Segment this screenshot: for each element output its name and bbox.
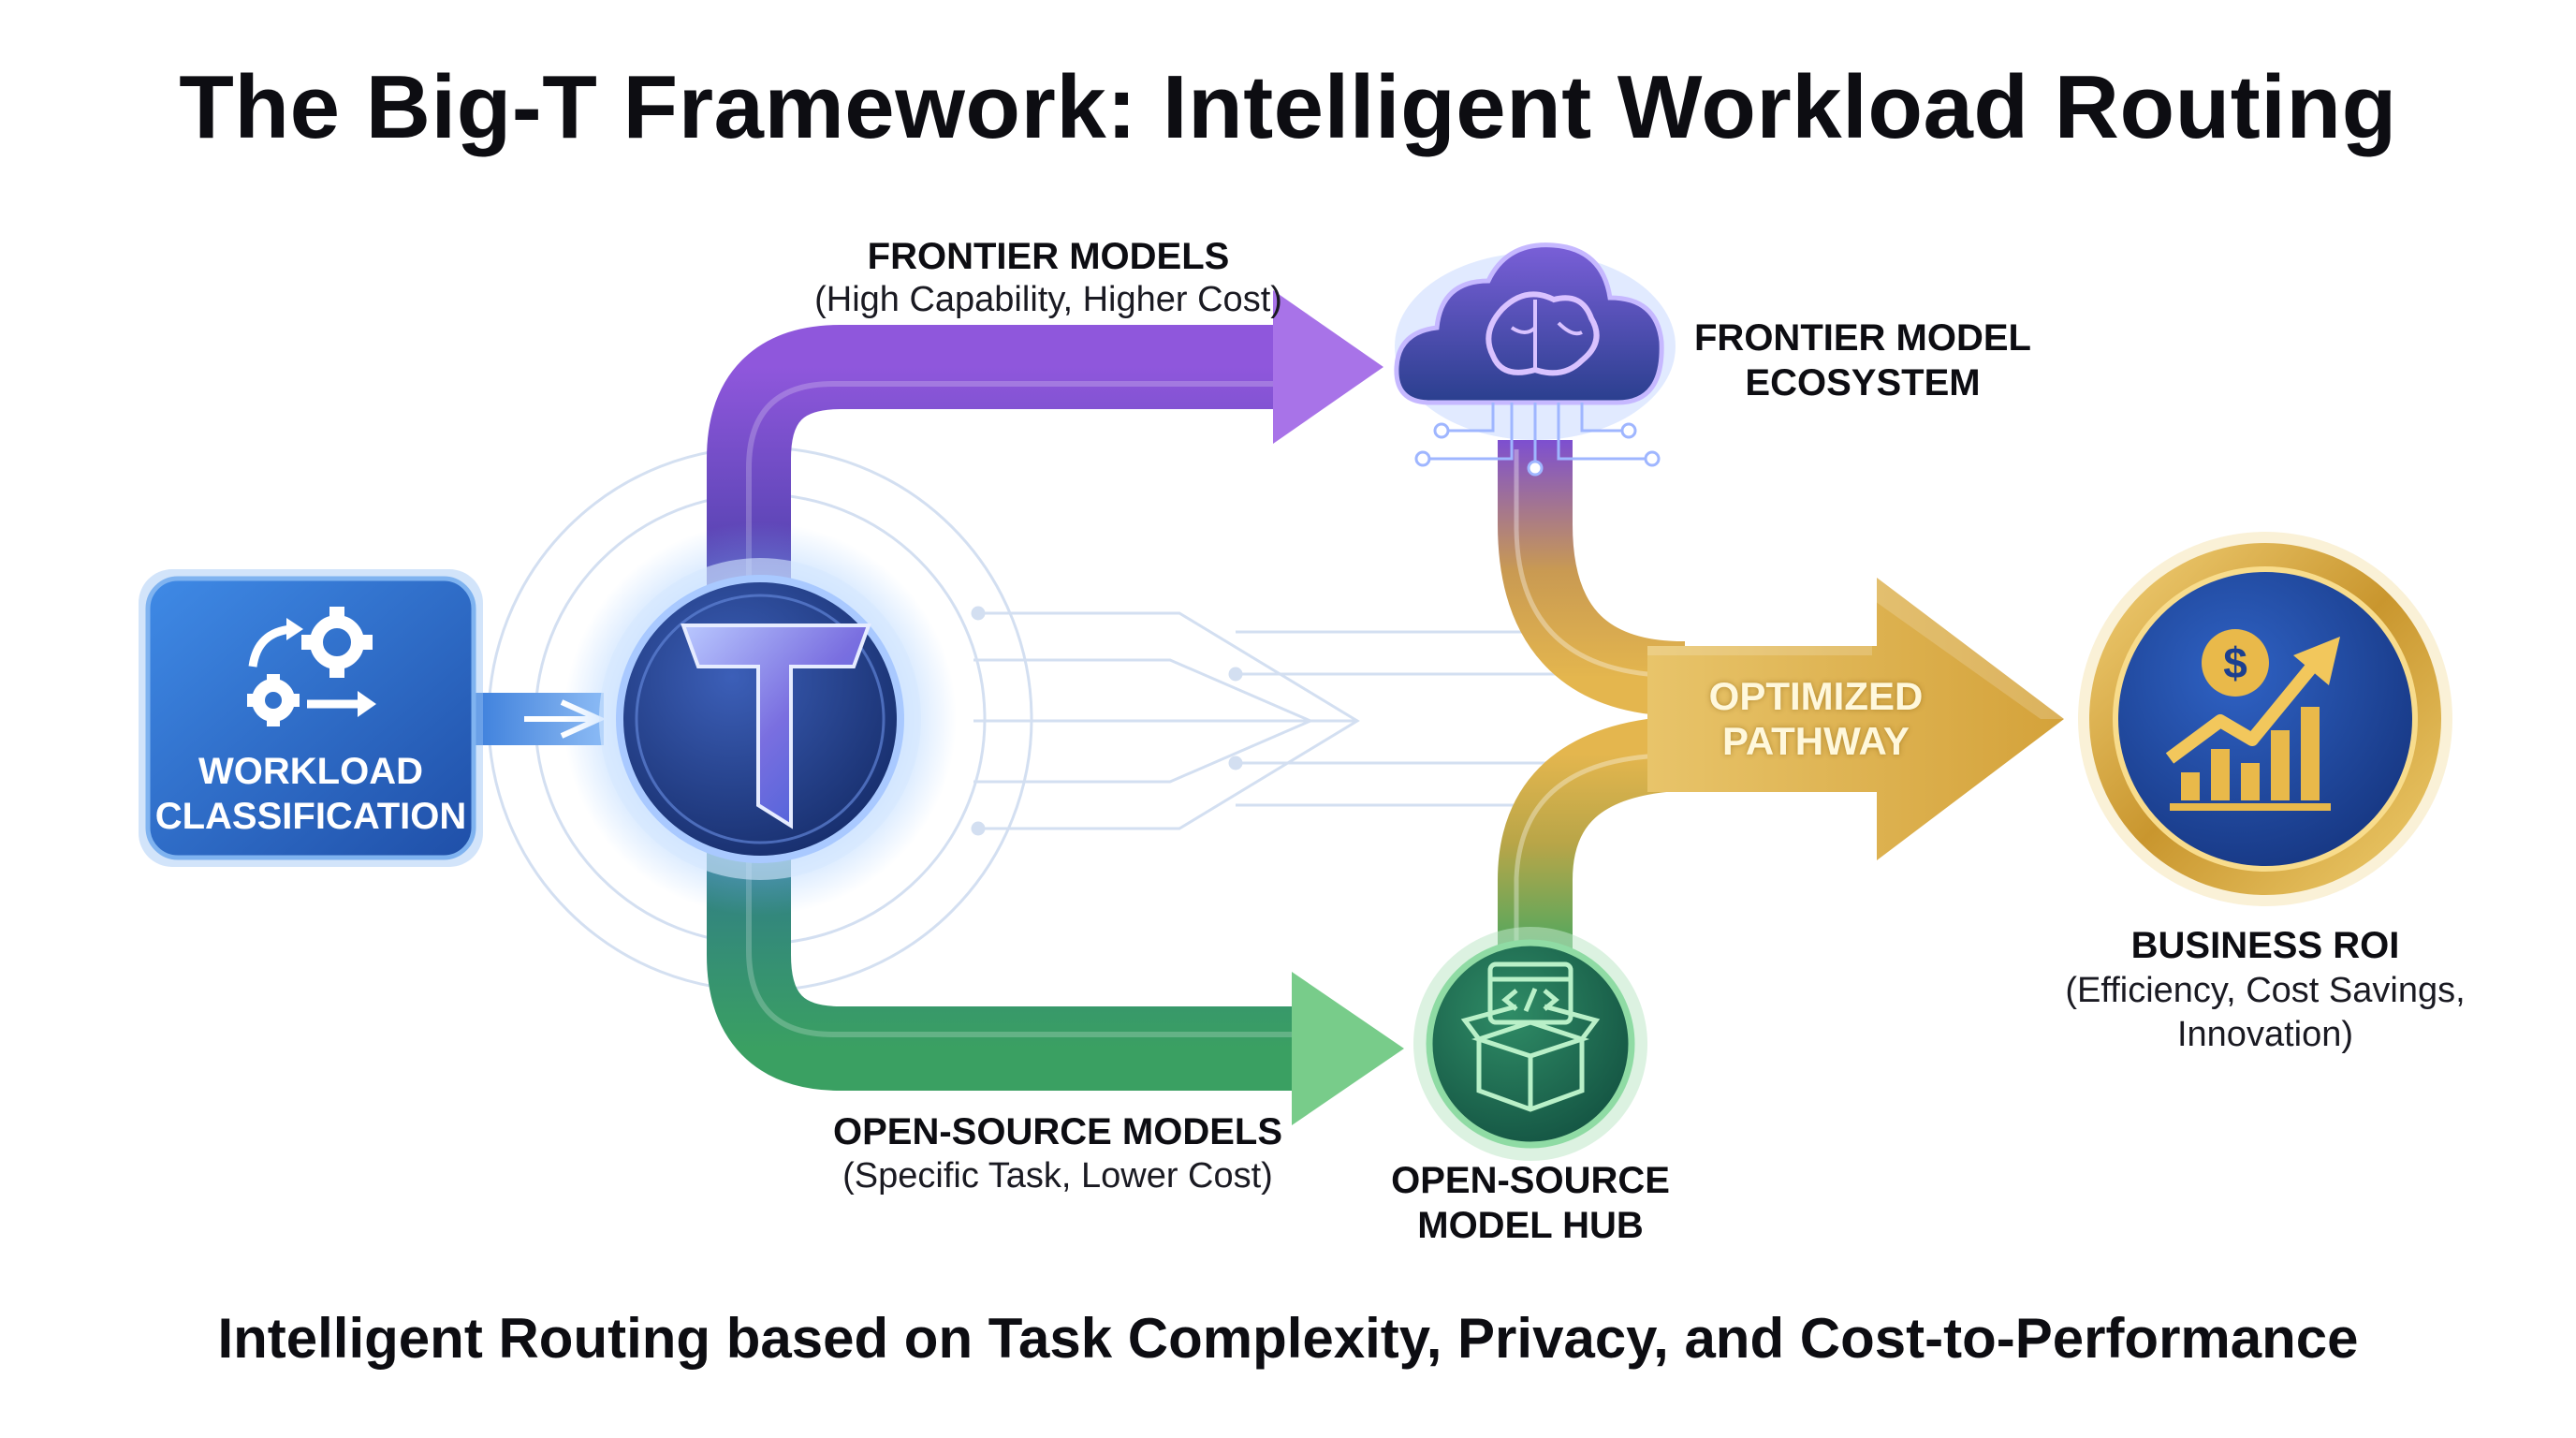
frontier-ecosystem-line1: FRONTIER MODEL xyxy=(1694,317,2031,359)
optimized-pathway-arrow xyxy=(1647,578,2064,860)
opensource-models-title: OPEN-SOURCE MODELS xyxy=(832,1111,1283,1152)
frontier-path-arrow xyxy=(707,290,1383,599)
growth-chart-icon xyxy=(2165,637,2340,811)
arrow-icon xyxy=(307,691,376,717)
brain-cloud-icon xyxy=(1394,242,1664,477)
code-box-icon xyxy=(1460,961,1601,1112)
workload-classification-node xyxy=(139,569,483,867)
workload-label-line2: CLASSIFICATION xyxy=(154,796,467,837)
frontier-models-subtitle: (High Capability, Higher Cost) xyxy=(814,280,1282,319)
opensource-hub-line1: OPEN-SOURCE xyxy=(1391,1160,1670,1201)
svg-text:$: $ xyxy=(2223,638,2247,687)
cycle-arrow-icon xyxy=(248,624,293,668)
footer-caption: Intelligent Routing based on Task Comple… xyxy=(217,1307,2359,1370)
business-roi-node: $ xyxy=(2078,532,2452,906)
frontier-ecosystem-node xyxy=(1394,242,1676,477)
frontier-models-title: FRONTIER MODELS xyxy=(867,236,1230,277)
workload-label-line1: WORKLOAD xyxy=(198,751,423,792)
frontier-ecosystem-line2: ECOSYSTEM xyxy=(1745,362,1981,404)
optimized-pathway-line1: OPTIMIZED xyxy=(1708,674,1924,718)
t-logo-icon xyxy=(681,624,871,829)
big-t-router-node xyxy=(564,522,957,916)
business-roi-line2: Innovation) xyxy=(2176,1015,2353,1054)
dollar-coin-icon: $ xyxy=(2202,629,2269,697)
opensource-models-subtitle: (Specific Task, Lower Cost) xyxy=(842,1156,1273,1196)
opensource-hub-node xyxy=(1413,927,1647,1161)
page-title: The Big-T Framework: Intelligent Workloa… xyxy=(179,57,2397,157)
business-roi-title: BUSINESS ROI xyxy=(2130,925,2400,966)
optimized-pathway-line2: PATHWAY xyxy=(1722,719,1910,763)
opensource-hub-line2: MODEL HUB xyxy=(1417,1205,1644,1246)
business-roi-line1: (Efficiency, Cost Savings, xyxy=(2065,971,2466,1010)
opensource-path-arrow xyxy=(707,843,1404,1125)
